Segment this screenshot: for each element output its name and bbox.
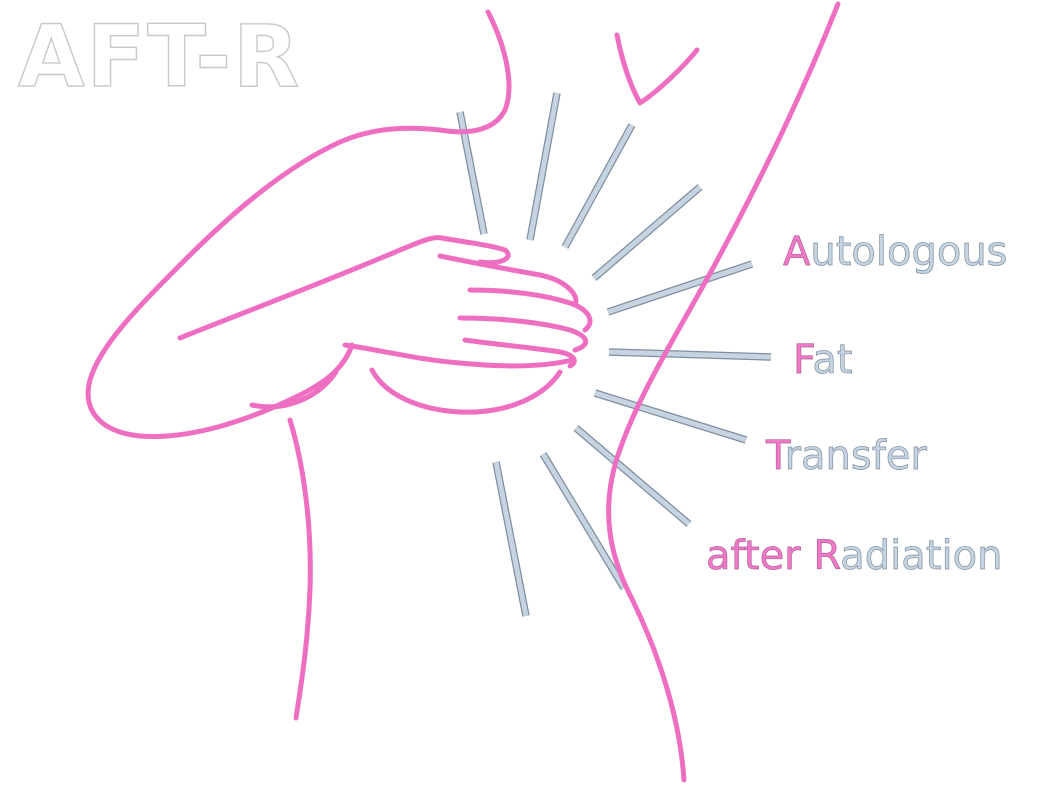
- acronym-rest-fat: at: [812, 337, 853, 383]
- acronym-line-after-radiation: after Radiation: [706, 533, 1003, 579]
- acronym-line-autologous: Autologous: [783, 229, 1008, 275]
- logo-wordmark: AFT-R: [17, 7, 302, 107]
- body-outline: [85, 1, 841, 783]
- acronym-rest-autologous: utologous: [810, 229, 1008, 275]
- acronym-line-transfer: Transfer: [766, 433, 928, 479]
- acronym-initial-t: T: [766, 433, 785, 479]
- acronym-lead-after: after: [706, 533, 814, 579]
- acronym-rest-radiation: adiation: [840, 533, 1003, 579]
- acronym-line-fat: Fat: [793, 337, 853, 383]
- acronym-initial-r: R: [813, 533, 841, 579]
- acronym-rest-transfer: ransfer: [784, 433, 927, 479]
- acronym-initial-f: F: [793, 337, 813, 383]
- acronym-initial-a: A: [783, 229, 811, 275]
